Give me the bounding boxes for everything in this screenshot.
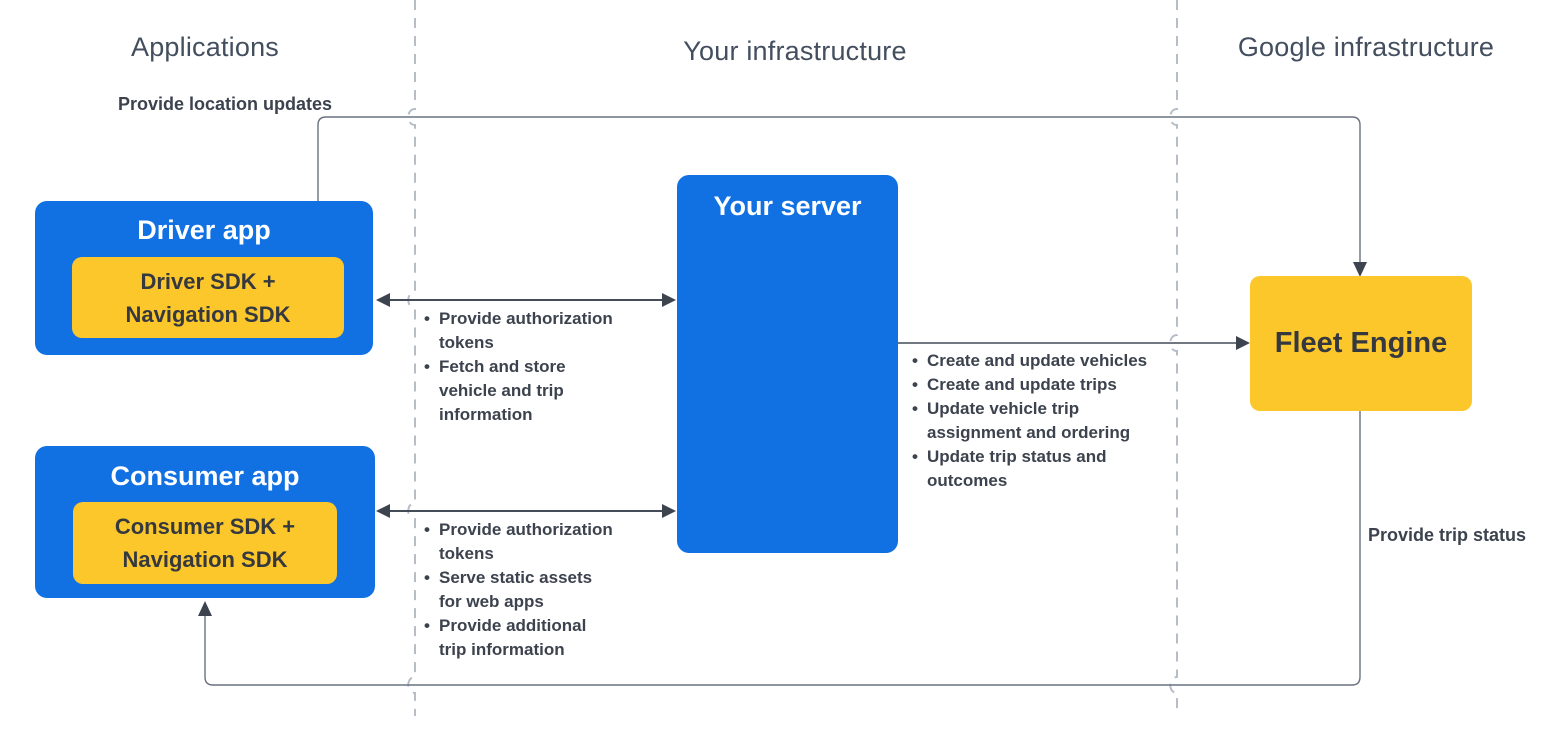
- driver-app-title: Driver app: [137, 215, 271, 245]
- edge-fleet-to-consumer: [204, 411, 1361, 686]
- provide-location-updates-label: Provide location updates: [118, 94, 333, 114]
- consumer-sdk-box: Consumer SDK + Navigation SDK: [73, 502, 337, 584]
- bullet-item: Update trip status and outcomes: [912, 445, 1174, 493]
- bullet-item: Provide authorization tokens: [424, 518, 616, 566]
- arrowhead-into-consumer-bottom: [198, 601, 212, 616]
- arrowhead-into-consumer: [376, 504, 390, 518]
- consumer-app-title: Consumer app: [110, 461, 300, 491]
- driver-app-node: Driver app Driver SDK + Navigation SDK: [35, 201, 373, 355]
- driver-sdk-label-line1: Driver SDK +: [140, 268, 276, 294]
- driver-sdk-box: Driver SDK + Navigation SDK: [72, 257, 344, 338]
- bullet-item: Serve static assets for web apps: [424, 566, 616, 614]
- column-header-your-infrastructure: Your infrastructure: [683, 36, 907, 66]
- edge-driver-to-fleet: [317, 116, 1361, 262]
- your-server-title: Your server: [713, 191, 862, 221]
- arrowhead-into-fleet-left: [1236, 336, 1250, 350]
- bullet-item: Update vehicle trip assignment and order…: [912, 397, 1174, 445]
- consumer-sdk-label-line2: Navigation SDK: [122, 547, 288, 572]
- consumer-sdk-label-line1: Consumer SDK +: [114, 514, 296, 539]
- bullet-item: Provide authorization tokens: [424, 307, 626, 355]
- bullet-item: Fetch and store vehicle and trip informa…: [424, 355, 626, 427]
- column-header-applications: Applications: [131, 32, 279, 62]
- column-divider-left: [407, 0, 416, 716]
- arrowhead-into-fleet-top: [1353, 262, 1367, 277]
- consumer-app-node: Consumer app Consumer SDK + Navigation S…: [35, 446, 375, 598]
- bullet-item: Provide additional trip information: [424, 614, 616, 662]
- column-header-google-infrastructure: Google infrastructure: [1237, 32, 1495, 62]
- driver-server-bullet-list: Provide authorization tokens Fetch and s…: [424, 307, 626, 427]
- provide-trip-status-label: Provide trip status: [1368, 525, 1527, 545]
- server-fleet-bullet-list: Create and update vehicles Create and up…: [912, 349, 1174, 493]
- bullet-item: Create and update vehicles: [912, 349, 1174, 373]
- bullet-item: Create and update trips: [912, 373, 1174, 397]
- consumer-server-bullet-list: Provide authorization tokens Serve stati…: [424, 518, 616, 662]
- column-divider-right: [1169, 0, 1178, 716]
- arrowhead-into-server-lower: [662, 504, 676, 518]
- fleet-engine-node: Fleet Engine: [1250, 276, 1472, 411]
- fleet-engine-title: Fleet Engine: [1274, 327, 1448, 359]
- your-server-node: Your server: [677, 175, 898, 553]
- arrowhead-into-driver: [376, 293, 390, 307]
- driver-sdk-label-line2: Navigation SDK: [125, 301, 291, 327]
- arrowhead-into-server-upper: [662, 293, 676, 307]
